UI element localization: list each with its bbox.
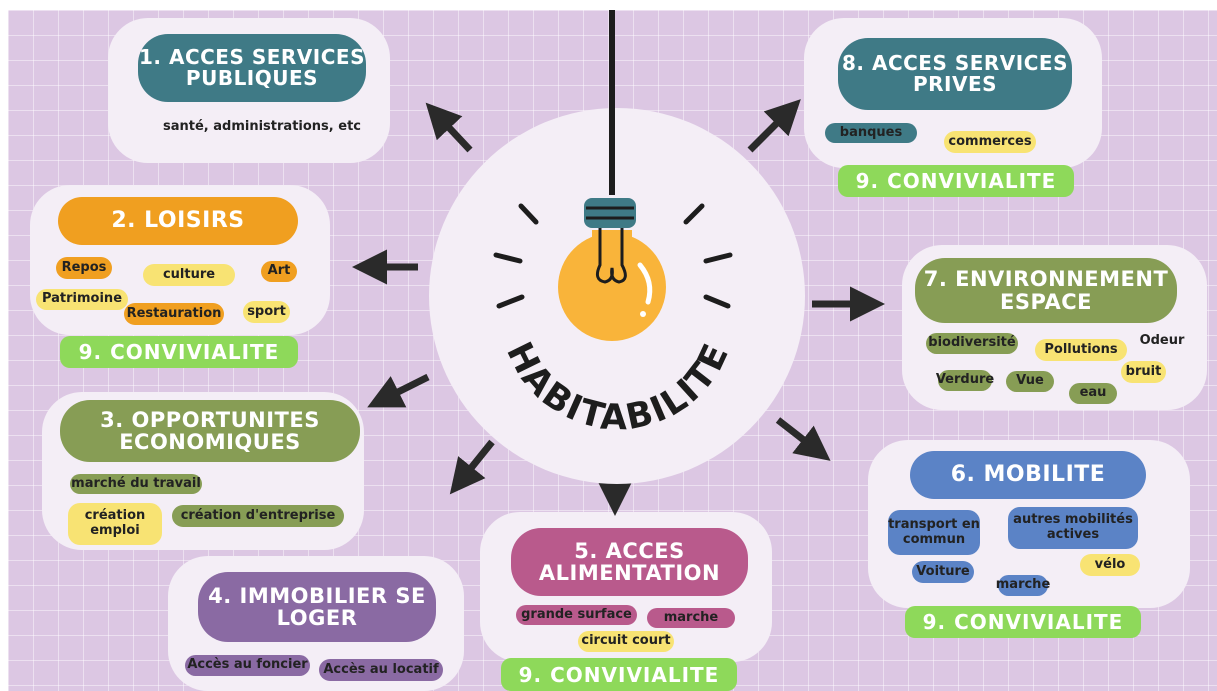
title-environnement: 7. ENVIRONNEMENT ESPACE	[915, 258, 1177, 323]
conviviality-bar-mobilite: 9. CONVIVIALITE	[905, 606, 1141, 638]
chip-pollutions: Pollutions	[1035, 339, 1127, 361]
chip-culture: culture	[143, 264, 235, 286]
conviviality-bar-alimentation: 9. CONVIVIALITE	[501, 658, 737, 691]
chip-creation-emploi: création emploi	[68, 503, 162, 545]
chip-marche-travail: marché du travail	[70, 474, 202, 494]
title-services-prives: 8. ACCES SERVICES PRIVES	[838, 38, 1072, 110]
conviviality-bar-services-prives: 9. CONVIVIALITE	[838, 165, 1074, 197]
chip-creation-entreprise: création d'entreprise	[172, 505, 344, 527]
arrow-to-services-prives	[747, 99, 801, 153]
chip-banques: banques	[825, 123, 917, 143]
chip-voiture: Voiture	[912, 561, 974, 583]
connector-arrows: HABITABILITE	[352, 10, 885, 516]
title-loisirs: 2. LOISIRS	[58, 197, 298, 245]
title-alimentation: 5. ACCES ALIMENTATION	[511, 528, 748, 596]
chip-eau: eau	[1069, 383, 1117, 404]
chip-acces-locatif: Accès au locatif	[319, 659, 443, 681]
chip-circuit-court: circuit court	[578, 631, 674, 652]
conviviality-bar-loisirs: 9. CONVIVIALITE	[60, 336, 298, 368]
chip-grande-surface: grande surface	[516, 605, 637, 625]
chip-bruit: bruit	[1121, 361, 1166, 383]
title-opportunites: 3. OPPORTUNITES ECONOMIQUES	[60, 400, 360, 462]
arrow-to-immobilier	[449, 439, 495, 495]
arrow-to-opportunites	[367, 373, 430, 408]
chip-velo: vélo	[1080, 554, 1140, 576]
chip-transport-commun: transport en commun	[888, 510, 980, 555]
chip-restauration: Restauration	[124, 303, 224, 325]
chip-autres-mobilites: autres mobilités actives	[1008, 507, 1138, 549]
chip-commerces: commerces	[944, 131, 1036, 153]
chip-verdure: Verdure	[936, 370, 994, 391]
arrow-to-mobilite	[775, 417, 831, 461]
title-mobilite: 6. MOBILITE	[910, 451, 1146, 499]
title-services-publiques: 1. ACCES SERVICES PUBLIQUES	[138, 34, 366, 102]
chip-biodiversite: biodiversité	[926, 333, 1018, 354]
mindmap-canvas: 1. ACCES SERVICES PUBLIQUES santé, admin…	[8, 10, 1217, 691]
bulb-rays	[493, 203, 733, 309]
chip-sport: sport	[243, 301, 290, 323]
arrow-to-services-publiques	[425, 102, 473, 153]
chip-acces-foncier: Accès au foncier	[185, 655, 310, 676]
chip-patrimoine: Patrimoine	[36, 289, 128, 310]
chip-marche-alimentation: marche	[647, 608, 735, 628]
chip-odeur: Odeur	[1139, 332, 1185, 348]
chip-marche-mobilite: marche	[996, 575, 1050, 596]
title-immobilier: 4. IMMOBILIER SE LOGER	[198, 572, 436, 642]
chip-art: Art	[261, 261, 297, 282]
lightbulb-icon	[558, 198, 666, 341]
text-services-publiques: santé, administrations, etc	[163, 119, 361, 134]
chip-vue: Vue	[1006, 371, 1054, 392]
chip-repos: Repos	[56, 257, 112, 279]
